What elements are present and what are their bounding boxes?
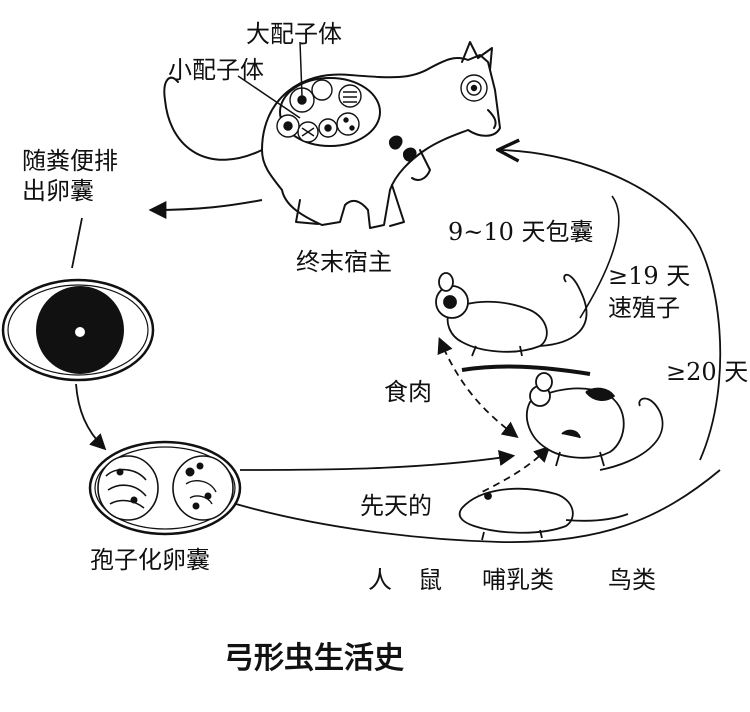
host-bird-label: 鸟类 bbox=[608, 566, 656, 594]
mouse-with-cyst bbox=[435, 272, 588, 357]
congenital-label: 先天的 bbox=[360, 492, 432, 520]
arrow-mouse-to-cat bbox=[579, 195, 620, 319]
host-mammal-label: 哺乳类 bbox=[482, 566, 554, 594]
rat-illustration bbox=[525, 372, 664, 471]
diagram-title: 弓形虫生活史 bbox=[224, 641, 404, 676]
days20-label: ≥20 天 bbox=[666, 358, 749, 386]
arrow-carnivory bbox=[437, 337, 519, 438]
arrow-cat-to-feces bbox=[148, 199, 263, 219]
cyst-days-label: 9~10 天包囊 bbox=[448, 218, 594, 246]
gametocyte-cells bbox=[276, 74, 488, 162]
tachyzoite-days-label: ≥19 天 bbox=[608, 262, 691, 290]
carnivory-label: 食肉 bbox=[384, 378, 432, 406]
baby-rat-illustration bbox=[458, 487, 629, 541]
feces-label-line2: 出卵囊 bbox=[22, 177, 94, 205]
host-rat-label: 鼠 bbox=[418, 566, 442, 594]
final-host-label: 终末宿主 bbox=[296, 248, 392, 276]
arrow-oocyst-to-hosts bbox=[235, 469, 721, 543]
unsporulated-oocyst bbox=[1, 278, 155, 382]
host-human-label: 人 bbox=[368, 566, 392, 594]
divider-stroke bbox=[461, 364, 591, 376]
arrow-to-sporulated bbox=[75, 383, 107, 451]
microgamete-label: 小配子体 bbox=[168, 56, 264, 84]
tachyzoite-label: 速殖子 bbox=[608, 294, 680, 322]
gametocyte-leaders bbox=[237, 41, 303, 119]
line-feces-to-oocyst bbox=[71, 217, 83, 269]
macrogamete-label: 大配子体 bbox=[246, 20, 342, 48]
arrow-return-to-cat bbox=[500, 150, 722, 461]
cat-tail bbox=[163, 76, 263, 161]
arrow-congenital bbox=[477, 445, 551, 495]
feces-label-line1: 随粪便排 bbox=[22, 147, 118, 175]
cat-body bbox=[261, 54, 501, 229]
sporulated-oocyst bbox=[88, 440, 242, 536]
arrow-oocyst-to-rodent bbox=[239, 449, 516, 471]
sporulated-oocyst-label: 孢子化卵囊 bbox=[90, 546, 210, 574]
